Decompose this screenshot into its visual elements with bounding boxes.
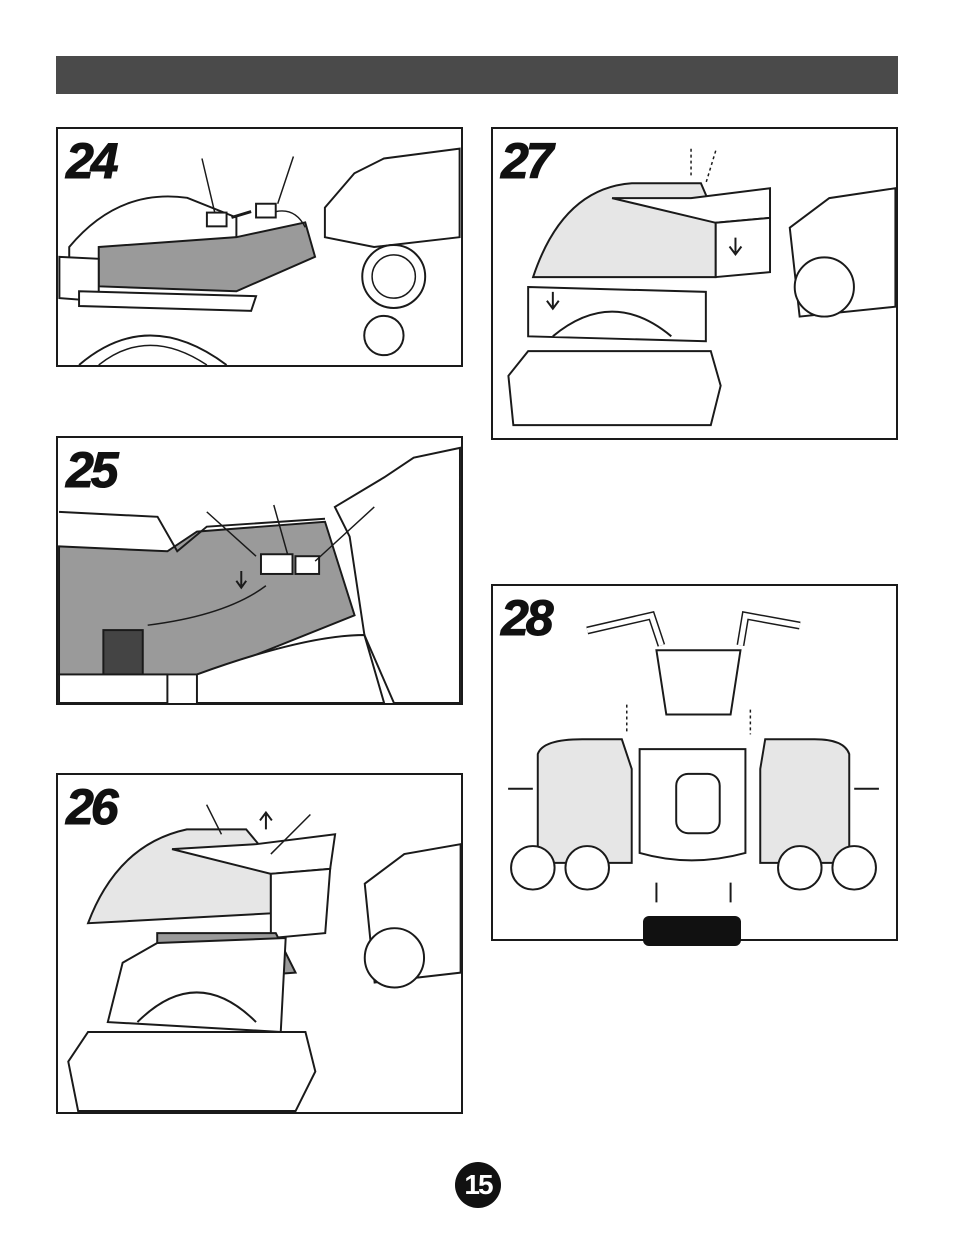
step-number: 28 bbox=[501, 588, 551, 648]
step-24-panel: 24 bbox=[56, 127, 463, 367]
header-bar bbox=[56, 56, 898, 94]
step-28-panel: 28 bbox=[491, 584, 898, 941]
step-27-illustration bbox=[493, 129, 896, 438]
step-26-illustration bbox=[58, 775, 461, 1112]
step-24-illustration bbox=[58, 129, 461, 365]
step-number: 27 bbox=[501, 131, 551, 191]
black-label-box bbox=[643, 916, 741, 946]
step-28-illustration bbox=[493, 586, 896, 939]
step-number: 26 bbox=[66, 777, 116, 837]
step-25-panel: 25 bbox=[56, 436, 463, 705]
step-27-panel: 27 bbox=[491, 127, 898, 440]
page-number-badge: 15 bbox=[455, 1162, 501, 1208]
step-number: 24 bbox=[66, 131, 116, 191]
step-number: 25 bbox=[66, 440, 116, 500]
step-25-illustration bbox=[58, 438, 461, 703]
step-26-panel: 26 bbox=[56, 773, 463, 1114]
